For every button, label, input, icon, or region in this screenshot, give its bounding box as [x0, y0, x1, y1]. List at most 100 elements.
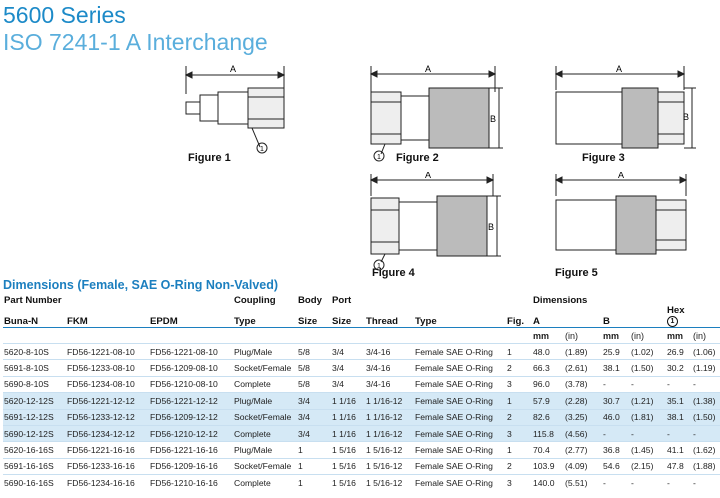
table-cell: - [602, 424, 630, 442]
hex-note-icon: 1 [667, 316, 678, 327]
col-body-2: Size [298, 316, 318, 327]
table-cell: 5690-16-16S [3, 474, 66, 491]
table-cell: FD56-1209-08-10 [149, 359, 233, 377]
fig5-dim-a: A [618, 172, 624, 180]
table-cell: 38.1 [602, 359, 630, 377]
col-hex: Hex 1 [667, 305, 685, 327]
table-cell: (3.25) [564, 408, 602, 426]
table-cell: 3/4 [297, 408, 331, 426]
col-epdm: EPDM [150, 316, 178, 327]
figure-3-drawing: A B [554, 64, 696, 149]
table-cell: Female SAE O-Ring [414, 392, 506, 410]
table-cell: - [692, 474, 720, 491]
figure-5-caption: Figure 5 [555, 267, 598, 279]
table-cell: FD56-1210-16-16 [149, 474, 233, 491]
table-cell: FD56-1221-08-10 [149, 342, 233, 360]
fig3-dim-b: B [683, 112, 689, 122]
figure-2-drawing: A B 1 [369, 64, 503, 162]
table-cell: FD56-1210-08-10 [149, 375, 233, 393]
table-cell: 1 [506, 392, 532, 410]
fig2-dim-b: B [490, 114, 496, 124]
table-cell: Female SAE O-Ring [414, 408, 506, 426]
table-cell: 1 [297, 457, 331, 475]
table-cell: Female SAE O-Ring [414, 474, 506, 491]
table-cell: FD56-1234-08-10 [66, 375, 149, 393]
table-cell: 5690-12-12S [3, 424, 66, 442]
col-fig: Fig. [507, 316, 525, 327]
table-cell: 1 [297, 441, 331, 459]
table-cell: 57.9 [532, 392, 564, 410]
table-cell: - [666, 375, 692, 393]
table-cell: 30.7 [602, 392, 630, 410]
table-cell: 5/8 [297, 375, 331, 393]
col-port-2: Size [332, 316, 352, 327]
table-cell: Female SAE O-Ring [414, 375, 506, 393]
table-cell: (2.61) [564, 359, 602, 377]
fig1-callout: 1 [260, 146, 264, 153]
table-cell: 1 1/16 [331, 408, 365, 426]
units-row: mm (in) mm (in) mm (in) [3, 327, 720, 344]
table-cell: (5.51) [564, 474, 602, 491]
figure-5-drawing: A [554, 172, 688, 255]
table-cell: (2.15) [630, 457, 666, 475]
col-thread: Thread [366, 316, 398, 327]
table-cell: 5620-8-10S [3, 342, 66, 360]
table-cell: 2 [506, 408, 532, 426]
col-fkm: FKM [67, 316, 88, 327]
col-coupling-2: Type [234, 316, 256, 327]
table-cell: 96.0 [532, 375, 564, 393]
unit-mm-hex: mm [666, 327, 692, 344]
dimensions-table: Part Number Coupling Body Port Dimension… [3, 296, 720, 491]
table-cell: Socket/Female [233, 408, 297, 426]
table-cell: (1.02) [630, 342, 666, 360]
col-buna: Buna-N [4, 316, 39, 327]
table-cell: 1 1/16-12 [365, 392, 414, 410]
fig2-callout: 1 [377, 154, 381, 161]
table-cell: (2.28) [564, 392, 602, 410]
table-cell: 38.1 [666, 408, 692, 426]
table-cell: Complete [233, 375, 297, 393]
table-header-row-1: Part Number Coupling Body Port Dimension… [3, 296, 720, 306]
col-dimensions: Dimensions [533, 295, 588, 306]
table-cell: (1.81) [630, 408, 666, 426]
table-cell: FD56-1234-16-16 [66, 474, 149, 491]
table-cell: Female SAE O-Ring [414, 441, 506, 459]
table-cell: 5691-12-12S [3, 408, 66, 426]
fig2-dim-a: A [425, 64, 431, 74]
table-cell: 3/4 [297, 424, 331, 442]
table-cell: 103.9 [532, 457, 564, 475]
table-cell: FD56-1221-16-16 [66, 441, 149, 459]
table-cell: 1 1/16 [331, 392, 365, 410]
table-cell: Female SAE O-Ring [414, 424, 506, 442]
table-cell: FD56-1233-08-10 [66, 359, 149, 377]
fig4-dim-b: B [488, 222, 494, 232]
table-cell: 35.1 [666, 392, 692, 410]
table-cell: 41.1 [666, 441, 692, 459]
table-cell: - [630, 474, 666, 491]
figure-3-caption: Figure 3 [582, 152, 625, 164]
table-cell: 5620-12-12S [3, 392, 66, 410]
figure-4-caption: Figure 4 [372, 267, 415, 279]
table-cell: 115.8 [532, 424, 564, 442]
col-part-number: Part Number [4, 295, 62, 306]
series-subtitle: ISO 7241-1 A Interchange [3, 29, 268, 55]
table-cell: 1 5/16 [331, 457, 365, 475]
table-cell: FD56-1221-12-12 [149, 392, 233, 410]
col-coupling-1: Coupling [234, 295, 276, 306]
table-cell: 26.9 [666, 342, 692, 360]
table-cell: 82.6 [532, 408, 564, 426]
table-cell: 46.0 [602, 408, 630, 426]
table-cell: 66.3 [532, 359, 564, 377]
table-cell: 5691-8-10S [3, 359, 66, 377]
figure-1-caption: Figure 1 [188, 152, 231, 164]
table-cell: 1 [506, 441, 532, 459]
table-cell: 30.2 [666, 359, 692, 377]
figure-1-drawing: A 1 [184, 64, 286, 154]
table-cell: (4.09) [564, 457, 602, 475]
table-cell: 3/4 [331, 375, 365, 393]
